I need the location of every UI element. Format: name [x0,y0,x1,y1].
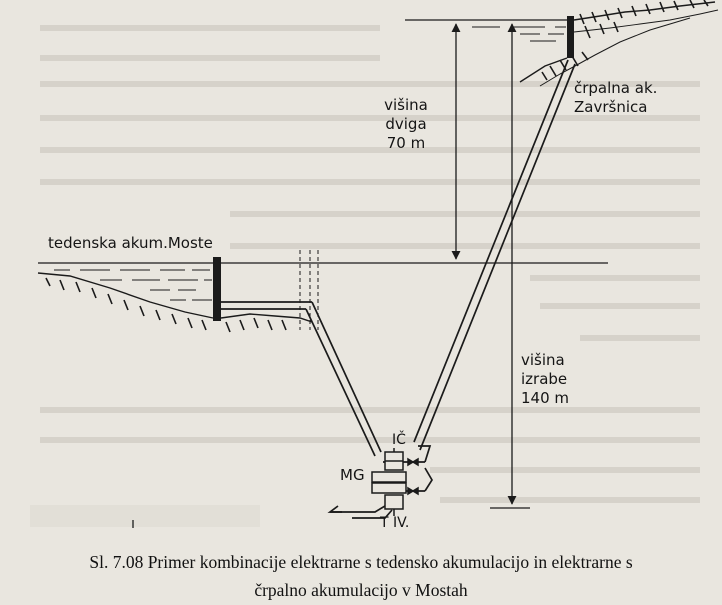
lower-penstock-outer [311,301,382,453]
penstock-system [221,59,576,519]
pump-marker-label: IČ [392,432,406,448]
upper-dam [567,16,574,58]
pump-storage-label-line2: Završnica [574,98,648,116]
upper-reservoir [405,0,719,87]
lift-height-label: višina dviga 70 m [378,96,434,153]
upper-terrain [519,1,719,87]
usage-height-label-line3: 140 m [521,389,570,407]
lower-penstock-inner [305,308,376,457]
upper-water-hatch [472,26,566,42]
turbine-unit [384,494,404,510]
lower-terrain [37,272,313,323]
tailrace-outlet [330,505,386,513]
caption-line1: Sl. 7.08 Primer kombinacije elektrarne s… [89,552,633,572]
upper-penstock-outer [413,59,569,443]
weekly-storage-label: tedenska akum.Moste [48,234,213,252]
lower-reservoir [37,257,608,333]
machine-group-label: MG [340,466,365,484]
usage-height-label-line1: višina [521,351,565,369]
lower-dam [213,257,221,321]
upper-penstock-inner [419,63,576,451]
turbine-marker-label: T IV. [380,515,410,531]
lift-height-label-line2: dviga [385,115,427,133]
motor-generator [371,471,407,483]
usage-height-dimension [490,23,530,509]
usage-height-label-line2: izrabe [521,370,568,388]
lower-terrain-hatch [45,277,287,333]
pipe-break-marks [299,250,319,330]
pump-storage-label-line1: črpalna ak. [574,79,658,97]
tailrace-arrow-icon [327,505,342,513]
usage-height-label: višina izrabe 140 m [521,351,569,408]
lift-height-label-line3: 70 m [386,134,426,152]
caption-line2: črpalno akumulacijo v Mostah [254,580,468,600]
pump-storage-label: črpalna ak. Završnica [574,79,657,117]
lower-water-hatch [54,269,212,301]
lift-height-label-line1: višina [384,96,428,114]
figure-caption: Sl. 7.08 Primer kombinacije elektrarne s… [0,548,722,604]
upper-terrain-hatch [541,0,709,81]
powerhouse [371,448,419,516]
valve-icon [407,457,419,496]
